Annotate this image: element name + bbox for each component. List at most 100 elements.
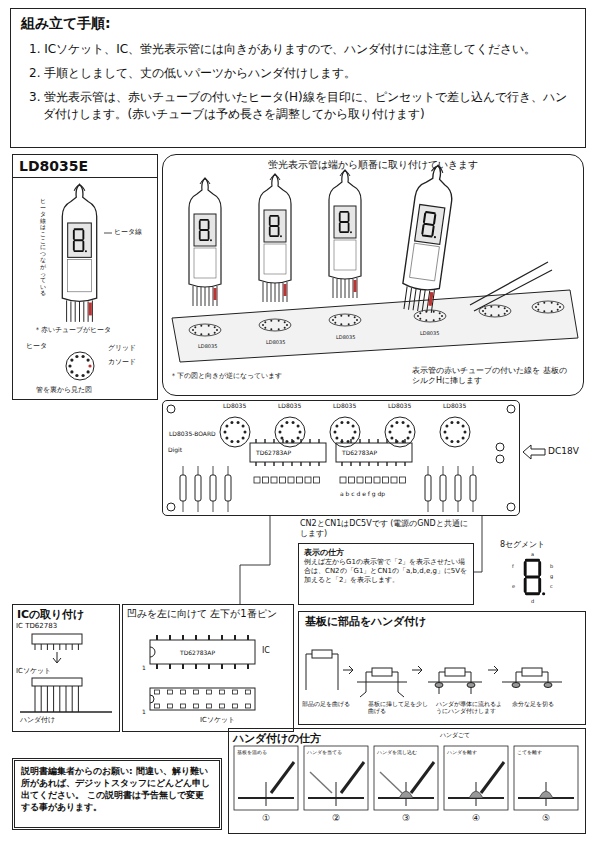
resistor-symbol	[470, 475, 476, 501]
ic-pin	[318, 439, 319, 466]
pin-dot	[425, 319, 427, 321]
pin-dot	[439, 312, 441, 314]
pin-dot	[299, 431, 302, 434]
pin-dot	[450, 440, 453, 443]
connector-pin	[314, 477, 320, 483]
socket-hole	[233, 704, 238, 708]
ic-pin	[35, 644, 36, 712]
label-text: ハンダごて	[440, 731, 470, 738]
connector-pin	[366, 477, 372, 483]
label-text: 部品の足を曲げる	[302, 700, 362, 707]
socket-ring	[329, 314, 361, 326]
connector-pin	[297, 477, 303, 483]
label-text: カソード	[108, 358, 136, 366]
solder-wire	[310, 772, 332, 793]
iron-line	[341, 762, 364, 793]
tube-socket	[440, 417, 470, 447]
pin-dot	[445, 425, 448, 428]
label-text: e	[512, 583, 515, 589]
ic-pin	[386, 439, 387, 466]
ic-pin	[404, 439, 405, 466]
pin-dot	[402, 421, 405, 424]
ic-pin	[247, 635, 249, 669]
label-text: ハンダを流し込む	[377, 749, 433, 755]
pin-dot	[506, 310, 508, 312]
label-text: ①	[262, 813, 270, 824]
pin-dot	[200, 325, 202, 327]
socket-ring	[189, 324, 221, 336]
pin-dot	[340, 315, 342, 317]
socket-hole	[155, 704, 160, 708]
pin-dot	[419, 312, 421, 314]
resistor-symbol	[225, 475, 231, 501]
socket-hole	[246, 704, 251, 708]
label-text: グリッド	[108, 344, 136, 352]
pin-dot	[407, 436, 410, 439]
board-drawing	[167, 405, 545, 512]
label-text: こてを離す	[517, 749, 573, 755]
pin-dot	[75, 355, 78, 358]
pin-dot	[216, 329, 218, 331]
solder-method-drawing	[234, 746, 578, 810]
pin-dot	[88, 364, 91, 367]
label-text: ヒータ	[26, 342, 47, 350]
pin-dot	[557, 309, 559, 311]
pin-dot	[417, 315, 419, 317]
socket-hole	[168, 704, 173, 708]
label-text: 基板を温める	[237, 749, 293, 755]
solder-fillet	[539, 791, 553, 798]
pin-dot	[551, 302, 553, 304]
step-panel	[444, 746, 508, 810]
pin-dot	[348, 323, 350, 325]
pin-dot	[279, 431, 282, 434]
pin-dot	[230, 440, 233, 443]
connector-pin	[271, 477, 277, 483]
label-text: 8セグメント	[500, 540, 545, 550]
pin-dot	[402, 440, 405, 443]
pin-dot	[340, 421, 343, 424]
pin-dot	[444, 431, 447, 434]
resistor-symbol	[180, 475, 186, 501]
pin-dot	[278, 320, 280, 322]
resistor-symbol	[425, 475, 431, 501]
label-text: c	[550, 583, 553, 589]
label-text: LD8035	[198, 343, 217, 349]
pin-dot	[409, 431, 412, 434]
label-text: d	[531, 598, 534, 604]
label-text: g	[550, 573, 553, 579]
pin-dot	[284, 321, 286, 323]
pin-dot	[285, 440, 288, 443]
ic-pin	[53, 644, 54, 712]
box-heading: 蛍光表示管は端から順番に取り付けていきます	[163, 158, 583, 172]
pin-dot	[419, 318, 421, 320]
pin-dot	[433, 319, 435, 321]
resistor-symbol	[210, 475, 216, 501]
label-text: a	[531, 551, 534, 557]
lead-line	[266, 782, 267, 806]
pin-dot	[284, 327, 286, 329]
pin-dot	[242, 436, 245, 439]
iron-line	[411, 762, 434, 793]
connector-pin	[263, 477, 269, 483]
box-text: 1. ICソケット、IC、蛍光表示管には向きがありますので、ハンダ付けには注意し…	[29, 41, 575, 58]
ic-pin	[47, 644, 48, 712]
pin-dot	[280, 425, 283, 428]
pin-dot	[214, 332, 216, 334]
label-text: LD8035	[336, 334, 355, 340]
pin-dot	[407, 425, 410, 428]
pin-dot	[75, 374, 78, 377]
pin-dot	[214, 326, 216, 328]
connector-pin	[391, 477, 397, 483]
pin-dot	[482, 310, 484, 312]
pin-dot	[445, 436, 448, 439]
pin-dot	[441, 315, 443, 317]
box-heading: 基板に部品をハンダ付け	[305, 614, 579, 629]
ic-pin	[234, 635, 236, 669]
pin-dot	[200, 333, 202, 335]
socket-hole	[181, 704, 186, 708]
pin-dot	[356, 319, 358, 321]
step-panel	[514, 746, 578, 810]
label-text: 1	[142, 664, 146, 671]
pin-dot	[192, 329, 194, 331]
box-heading: 説明書編集者からのお願い: 間違い、解り難い所があれば、デジットスタッフにどんど…	[21, 765, 213, 814]
